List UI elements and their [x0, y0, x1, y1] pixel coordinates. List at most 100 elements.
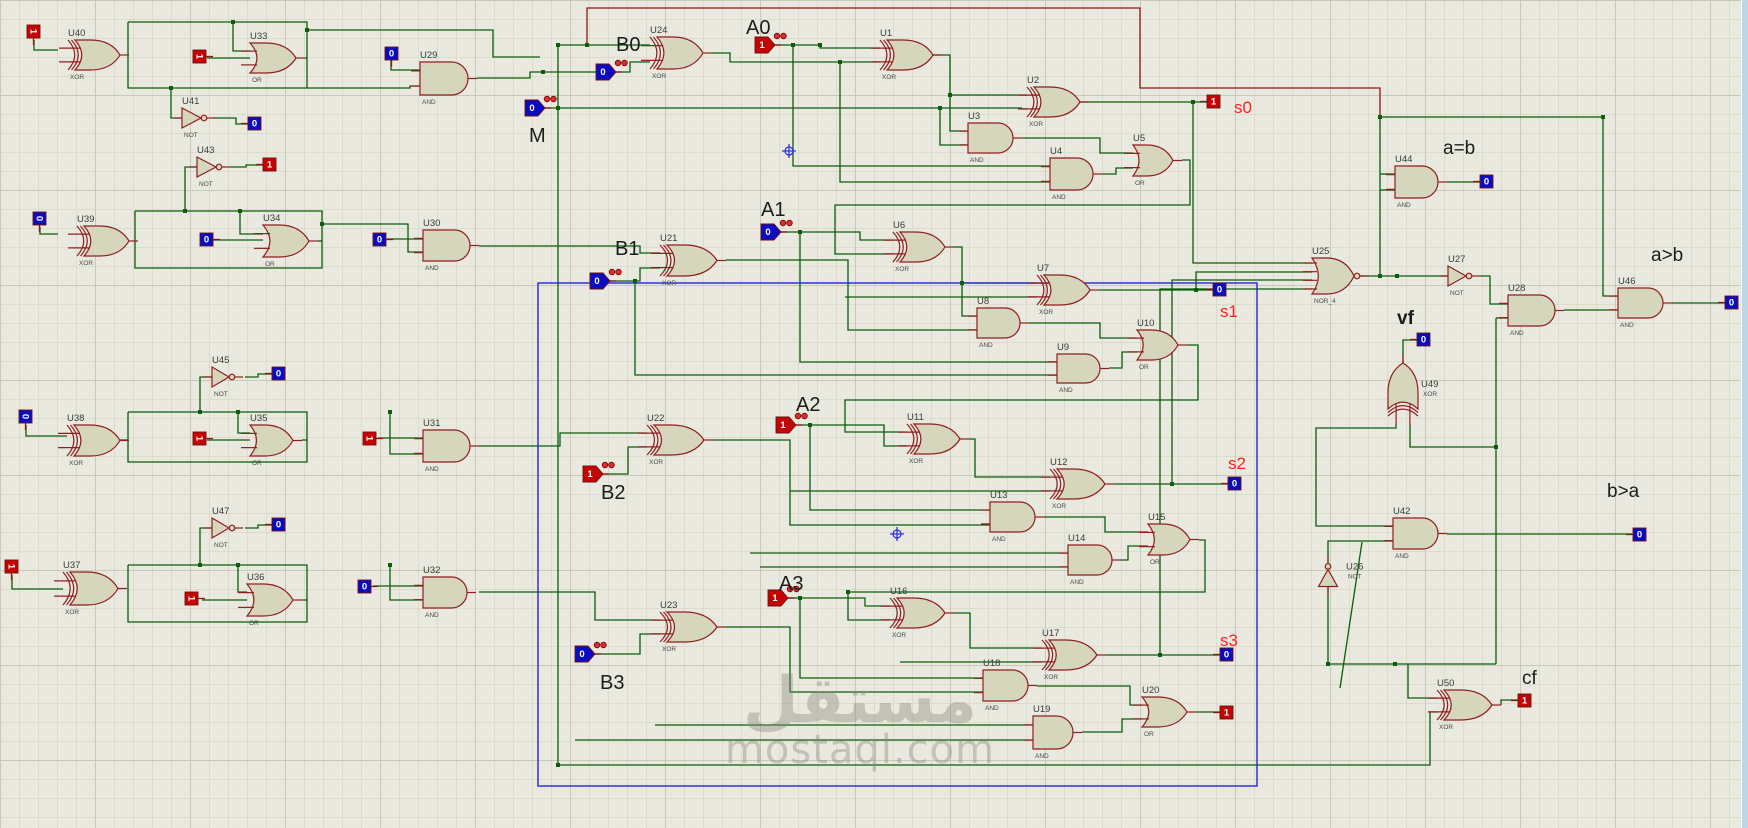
- state-a1[interactable]: 0: [760, 219, 793, 241]
- probe-u43-out[interactable]: 1: [256, 157, 277, 172]
- probe-in-10[interactable]: 1: [4, 559, 19, 580]
- state-toggle-dot-icon[interactable]: [543, 95, 551, 103]
- probe-in-8[interactable]: 1: [192, 431, 213, 446]
- probe-s1[interactable]: 0: [1206, 282, 1227, 297]
- probe-in-4[interactable]: 0: [32, 211, 47, 232]
- state-toggle-dot-icon[interactable]: [786, 219, 793, 227]
- state-toggle-dot-icon[interactable]: [600, 641, 607, 649]
- probe-a-gt-b[interactable]: 0: [1718, 295, 1739, 310]
- state-toggle-dot-icon[interactable]: [593, 641, 601, 649]
- state-toggle-dot-icon[interactable]: [614, 59, 622, 67]
- state-toggle-dot-icon[interactable]: [793, 585, 800, 593]
- state-a2[interactable]: 1: [775, 412, 808, 434]
- state-m[interactable]: 0: [524, 95, 557, 117]
- probe-s2[interactable]: 0: [1221, 476, 1242, 491]
- state-toggle-dot-icon[interactable]: [601, 461, 609, 469]
- probe-in-3[interactable]: 0: [384, 46, 399, 67]
- probe-u45-out[interactable]: 0: [265, 366, 286, 381]
- state-toggle-dot-icon[interactable]: [608, 268, 616, 276]
- probe-a-eq-b[interactable]: 0: [1473, 174, 1494, 189]
- state-b1[interactable]: 0: [589, 268, 622, 290]
- state-toggle-dot-icon[interactable]: [779, 219, 787, 227]
- probe-cf[interactable]: 1: [1511, 693, 1532, 708]
- probe-in-7[interactable]: 0: [18, 409, 33, 430]
- state-toggle-dot-icon[interactable]: [550, 95, 557, 103]
- state-toggle-dot-icon[interactable]: [801, 412, 808, 420]
- probe-s0[interactable]: 1: [1200, 94, 1221, 109]
- state-a0[interactable]: 1: [754, 32, 787, 54]
- probe-carry[interactable]: 1: [1213, 705, 1234, 720]
- state-b0[interactable]: 0: [595, 59, 628, 81]
- probe-in-2[interactable]: 1: [192, 49, 213, 64]
- probe-in-1[interactable]: 1: [26, 24, 41, 45]
- state-b2[interactable]: 1: [582, 461, 615, 483]
- probe-in-9[interactable]: 1: [362, 431, 383, 446]
- state-a3[interactable]: 1: [767, 585, 800, 607]
- state-toggle-dot-icon[interactable]: [621, 59, 628, 67]
- probe-b-gt-a[interactable]: 0: [1626, 527, 1647, 542]
- state-toggle-dot-icon[interactable]: [615, 268, 622, 276]
- state-toggle-dot-icon[interactable]: [773, 32, 781, 40]
- probe-in-5[interactable]: 0: [199, 232, 220, 247]
- state-b3[interactable]: 0: [574, 641, 607, 663]
- probe-u47-out[interactable]: 0: [265, 517, 286, 532]
- state-toggle-dot-icon[interactable]: [794, 412, 802, 420]
- probe-vf[interactable]: 0: [1410, 332, 1431, 347]
- probe-in-6[interactable]: 0: [372, 232, 393, 247]
- state-toggle-dot-icon[interactable]: [786, 585, 794, 593]
- probe-s3[interactable]: 0: [1213, 647, 1234, 662]
- probe-in-12[interactable]: 0: [357, 579, 378, 594]
- probe-in-11[interactable]: 1: [184, 591, 205, 606]
- probe-u41-out[interactable]: 0: [241, 116, 262, 131]
- state-toggle-dot-icon[interactable]: [780, 32, 787, 40]
- state-toggle-dot-icon[interactable]: [608, 461, 615, 469]
